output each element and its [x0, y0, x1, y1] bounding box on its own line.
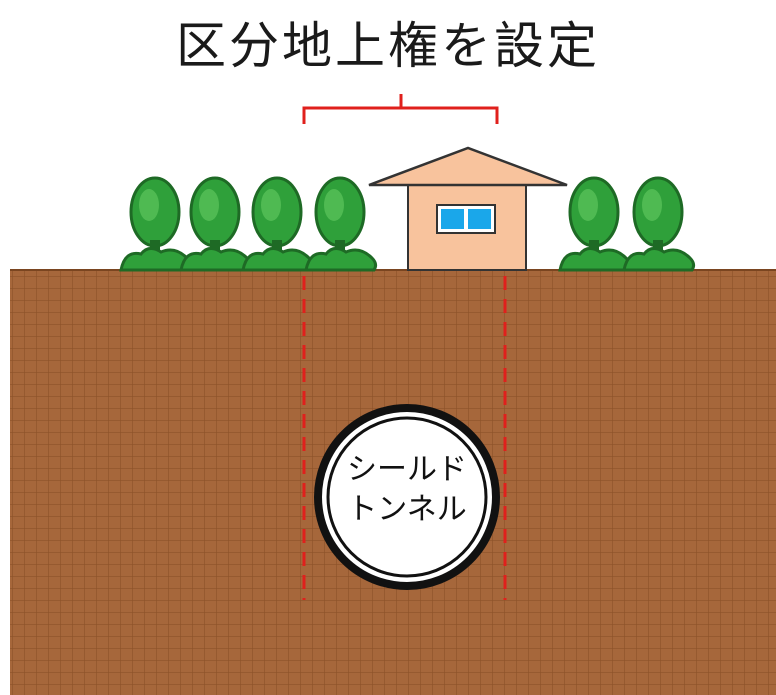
tree-icon [558, 176, 632, 272]
shield-tunnel [314, 404, 500, 590]
tunnel-label-line2: トンネル [347, 492, 467, 527]
tunnel-label: シールド トンネル [317, 450, 497, 530]
tunnel-label-line1: シールド [347, 452, 467, 487]
diagram-title: 区分地上権を設定 [176, 17, 600, 75]
tree-icon [179, 176, 253, 272]
house-icon [368, 146, 568, 271]
tree-icon [119, 176, 193, 272]
surface-rights-bracket [302, 94, 499, 124]
window-icon [436, 204, 496, 234]
tree-icon [622, 176, 696, 272]
tree-icon [304, 176, 378, 272]
tree-icon [241, 176, 315, 272]
